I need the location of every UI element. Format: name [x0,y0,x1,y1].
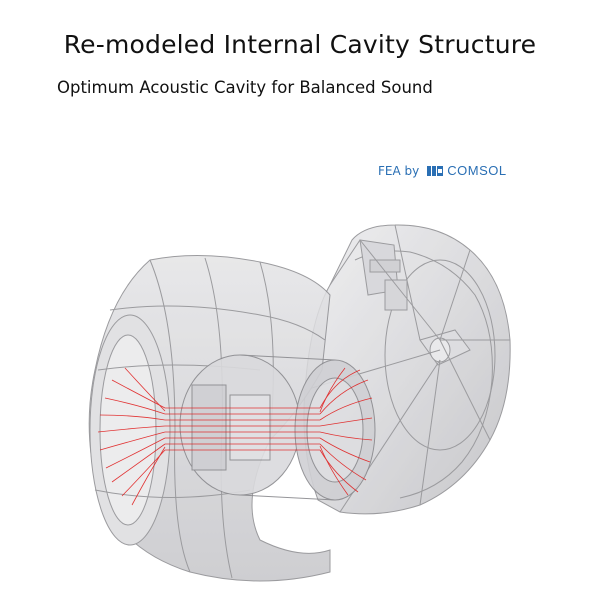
comsol-mark-icon [427,165,444,176]
comsol-logo: COMSOL [427,163,506,178]
earphone-cavity-illustration [88,224,511,582]
fea-credit: FEA by COMSOL [378,163,507,178]
page-subtitle: Optimum Acoustic Cavity for Balanced Sou… [57,78,433,97]
driver-chamber [179,354,376,501]
fea-label: FEA by [378,163,420,178]
acoustic-flow-lines [97,367,373,506]
comsol-brand: COMSOL [447,163,507,178]
page-title: Re-modeled Internal Cavity Structure [63,30,537,59]
